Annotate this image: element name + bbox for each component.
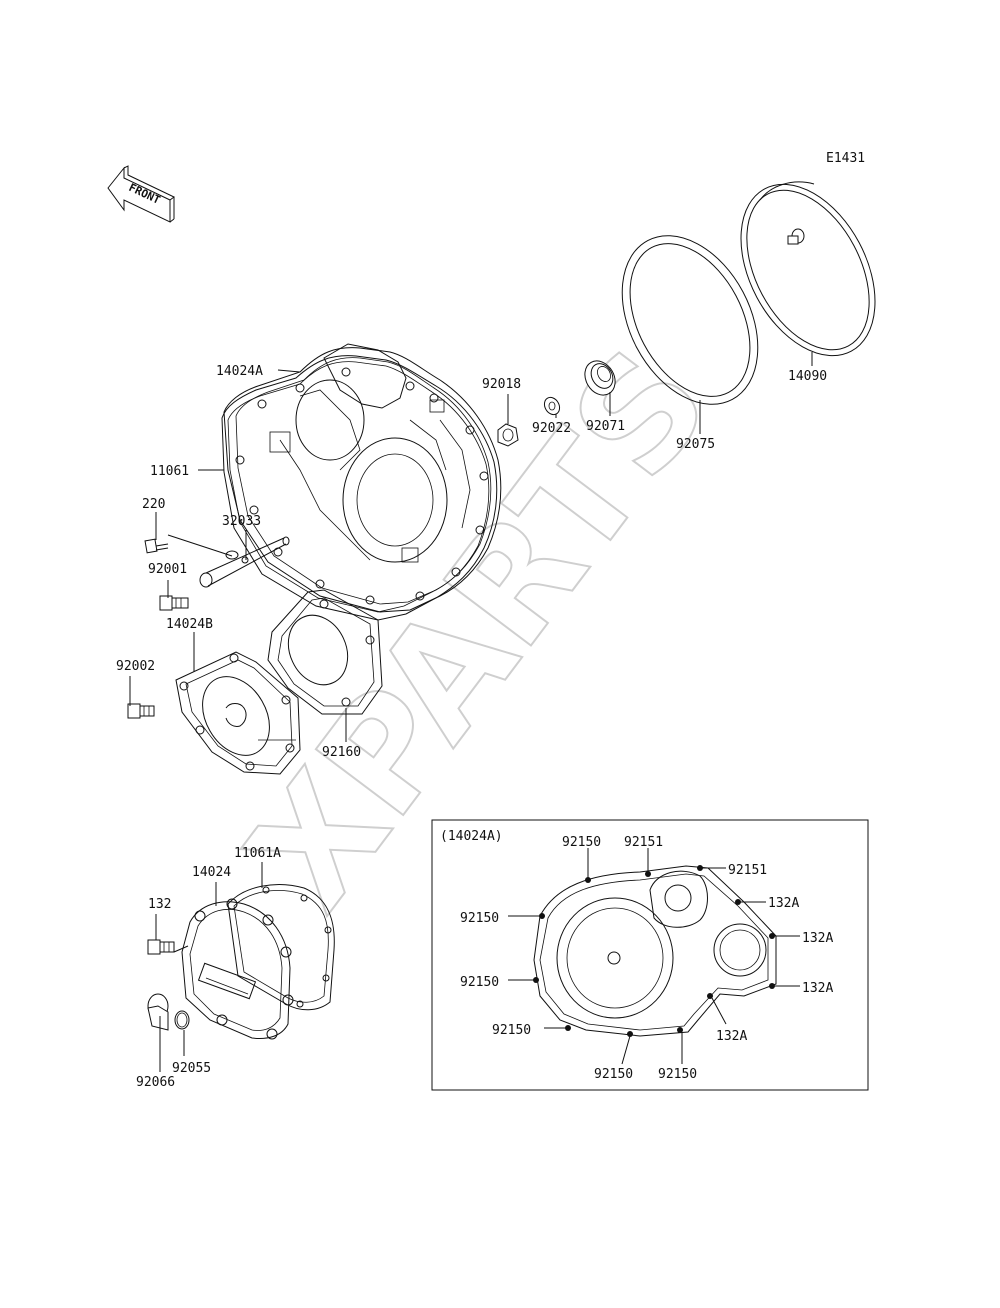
gasket-11061 xyxy=(221,355,498,621)
label-220: 220 xyxy=(142,497,165,512)
label-14024A: 14024A xyxy=(216,364,263,379)
diagram-code: E1431 xyxy=(826,151,865,166)
label-92071: 92071 xyxy=(586,419,625,434)
label-92001: 92001 xyxy=(148,562,187,577)
label-132: 132 xyxy=(148,897,171,912)
bolt-220 xyxy=(144,538,169,554)
label-11061: 11061 xyxy=(150,464,189,479)
inset-label-d: 92150 xyxy=(460,911,499,926)
label-92160: 92160 xyxy=(322,745,361,760)
front-arrow-icon: FRONT xyxy=(107,165,175,223)
inset-label-a: 92150 xyxy=(562,835,601,850)
bolt-92001 xyxy=(159,595,189,611)
gasket-92160 xyxy=(267,589,383,715)
plug-92066 xyxy=(147,993,169,1031)
inset-label-c: 92151 xyxy=(728,863,767,878)
bolt-132 xyxy=(147,939,175,955)
inset-label-l: 92150 xyxy=(658,1067,697,1082)
inset-14024A: (14024A) 92150 92151 xyxy=(431,819,869,1091)
rod-32033 xyxy=(167,534,290,588)
cover-14024B xyxy=(175,651,301,775)
label-11061A: 11061A xyxy=(234,846,281,861)
bolt-92002 xyxy=(127,703,155,719)
label-32033: 32033 xyxy=(222,514,261,529)
inset-label-k: 92150 xyxy=(594,1067,633,1082)
label-92075: 92075 xyxy=(676,437,715,452)
label-14024: 14024 xyxy=(192,865,231,880)
label-92066: 92066 xyxy=(136,1075,175,1090)
label-14024B: 14024B xyxy=(166,617,213,632)
nut-92018 xyxy=(497,423,519,447)
washer-92022 xyxy=(543,396,561,416)
watermark: XPARTS xyxy=(214,318,744,941)
seal-92071 xyxy=(584,360,616,396)
oring-92075 xyxy=(621,235,759,405)
inset-label-h: 132A xyxy=(802,981,833,996)
label-14090: 14090 xyxy=(788,369,827,384)
inset-label-e: 132A xyxy=(768,896,799,911)
inset-label-f: 132A xyxy=(802,931,833,946)
inset-label-g: 92150 xyxy=(460,975,499,990)
inset-title: (14024A) xyxy=(440,829,503,844)
clutch-cover-14024A xyxy=(223,343,502,613)
oring-92055 xyxy=(174,1010,190,1030)
label-92055: 92055 xyxy=(172,1061,211,1076)
label-92022: 92022 xyxy=(532,421,571,436)
watermark-text: XPARTS xyxy=(215,319,743,940)
inset-label-j: 132A xyxy=(716,1029,747,1044)
label-92018: 92018 xyxy=(482,377,521,392)
label-92002: 92002 xyxy=(116,659,155,674)
cover-14024 xyxy=(181,898,294,1040)
inset-label-b: 92151 xyxy=(624,835,663,850)
leader-lines xyxy=(129,352,813,1072)
cap-14090 xyxy=(740,181,876,357)
inset-label-i: 92150 xyxy=(492,1023,531,1038)
